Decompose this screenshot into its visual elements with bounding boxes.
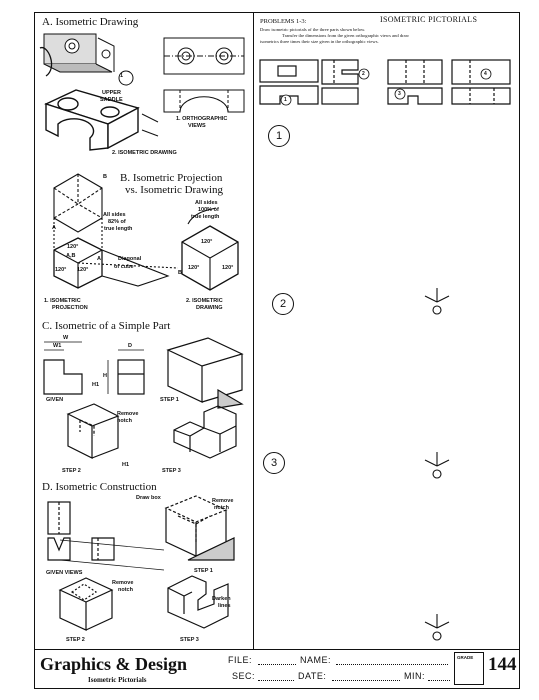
marker-3: 3 xyxy=(398,91,401,97)
section-b-drawing xyxy=(53,173,239,291)
iso-drawing-label: 2. ISOMETRIC DRAWING xyxy=(112,150,177,156)
corner-b-label: B xyxy=(103,174,107,180)
callout-circle xyxy=(118,70,134,86)
callout-number: 1 xyxy=(120,73,124,79)
angle-iso-top-label: 120° xyxy=(201,239,213,245)
dim-d-label: D xyxy=(128,343,132,349)
file-field[interactable] xyxy=(258,664,296,665)
min-label: MIN: xyxy=(404,671,425,681)
iso-projection-label-2: PROJECTION xyxy=(52,305,88,311)
dim-h1-step2-label: H1 xyxy=(122,462,130,468)
corner-a-label: A xyxy=(52,225,56,231)
marker-1: 1 xyxy=(284,97,287,103)
dim-h-label: H xyxy=(103,373,107,379)
given-label: GIVEN xyxy=(46,397,64,403)
sec-field[interactable] xyxy=(258,680,294,681)
step1-c-label: STEP 1 xyxy=(160,397,179,403)
section-c-title: C. Isometric of a Simple Part xyxy=(42,320,171,332)
brand-subtitle: Isometric Pictorials xyxy=(88,676,147,684)
section-c-drawing xyxy=(43,337,244,459)
footer-divider xyxy=(34,649,520,650)
draw-box-label: Draw box xyxy=(136,495,161,501)
all-sides-82-label: All sides xyxy=(103,212,126,218)
remove-notch-d1-label-2: notch xyxy=(214,505,229,511)
step2-d-label: STEP 2 xyxy=(66,637,85,643)
section-b-title-line1: B. Isometric Projection xyxy=(120,172,223,184)
all-sides-100-label: All sides xyxy=(195,200,218,206)
dim-h1-label: H1 xyxy=(92,382,100,388)
work-area-1-circle: 1 xyxy=(268,125,290,147)
diagonal-label: Diagonal xyxy=(118,256,142,262)
dim-w-label: W xyxy=(63,335,69,341)
dim-w1-label: W1 xyxy=(53,343,62,349)
step2-c-label: STEP 2 xyxy=(62,468,81,474)
section-b-title-line2: vs. Isometric Drawing xyxy=(125,184,224,196)
min-field[interactable] xyxy=(428,680,450,681)
iso-projection-label: 1. ISOMETRIC xyxy=(44,298,81,304)
iso-drawing-b-label-2: DRAWING xyxy=(196,305,223,311)
all-sides-82-label-3: true length xyxy=(104,226,133,232)
marker-2: 2 xyxy=(362,71,365,77)
column-divider xyxy=(253,12,254,649)
iso-origin-symbol xyxy=(424,614,450,641)
date-field[interactable] xyxy=(332,680,400,681)
marker-4: 4 xyxy=(484,71,487,77)
date-label: DATE: xyxy=(298,671,327,681)
section-a-drawing xyxy=(39,33,245,151)
problems-heading: PROBLEMS 1-3: xyxy=(260,18,307,25)
iso-origin-symbol xyxy=(424,452,450,479)
worksheet-frame xyxy=(34,12,520,689)
remove-notch-c-label: Remove xyxy=(117,411,139,417)
section-a-title: A. Isometric Drawing xyxy=(42,16,139,28)
section-d-drawing xyxy=(47,495,235,631)
angle-iso-left-label: 120° xyxy=(188,265,200,271)
page-number: 144 xyxy=(488,654,517,675)
all-sides-82-label-2: 82% of xyxy=(108,219,126,225)
instruction-line-2: Transfer the dimensions from the given o… xyxy=(282,33,410,38)
corner-b2-label: B xyxy=(178,270,182,276)
darken-lines-label-2: lines xyxy=(218,603,231,609)
iso-origin-symbol xyxy=(424,288,450,315)
problems-instructions: Draw isometric pictorials of the three p… xyxy=(260,27,515,45)
name-field[interactable] xyxy=(336,664,448,665)
corner-ab-label: A,B xyxy=(66,253,76,259)
instruction-line-3: isometrics three times their size given … xyxy=(260,39,379,44)
instruction-line-1: Draw isometric pictorials of the three p… xyxy=(260,27,366,32)
ortho-views-label-2: VIEWS xyxy=(188,123,206,129)
all-sides-100-label-3: true length xyxy=(191,214,220,220)
step3-c-label: STEP 3 xyxy=(162,468,181,474)
angle-left-label: 120° xyxy=(55,267,67,273)
angle-iso-right-label: 120° xyxy=(222,265,234,271)
file-label: FILE: xyxy=(228,655,253,665)
problem-ortho-views xyxy=(259,59,511,106)
darken-lines-label: Darken xyxy=(212,596,231,602)
section-d-title: D. Isometric Construction xyxy=(42,481,157,493)
brand-title: Graphics & Design xyxy=(40,654,188,674)
upper-saddle-label: UPPER xyxy=(102,90,121,96)
grade-box[interactable] xyxy=(454,652,484,685)
name-label: NAME: xyxy=(300,655,332,665)
grade-label: GRADE xyxy=(457,655,474,660)
ortho-views-label: 1. ORTHOGRAPHIC xyxy=(176,116,228,122)
step3-d-label: STEP 3 xyxy=(180,637,199,643)
sec-label: SEC: xyxy=(232,671,256,681)
problems-section-title: ISOMETRIC PICTORIALS xyxy=(380,15,478,24)
iso-drawing-b-label: 2. ISOMETRIC xyxy=(186,298,223,304)
angle-right-label: 120° xyxy=(77,267,89,273)
step1-d-label: STEP 1 xyxy=(194,568,213,574)
all-sides-100-label-2: 100% of xyxy=(198,207,219,213)
corner-a2-label: A xyxy=(97,256,101,262)
work-area-2-circle: 2 xyxy=(272,293,294,315)
remove-notch-d2-label-2: notch xyxy=(118,587,133,593)
angle-top-label: 120° xyxy=(67,244,79,250)
upper-saddle-label-2: SADDLE xyxy=(100,97,123,103)
remove-notch-c-label-2: notch xyxy=(117,418,132,424)
remove-notch-d1-label: Remove xyxy=(212,498,234,504)
work-area-3-circle: 3 xyxy=(263,452,285,474)
diagonal-label-2: of cube xyxy=(114,264,134,270)
given-views-label: GIVEN VIEWS xyxy=(46,570,83,576)
remove-notch-d2-label: Remove xyxy=(112,580,134,586)
